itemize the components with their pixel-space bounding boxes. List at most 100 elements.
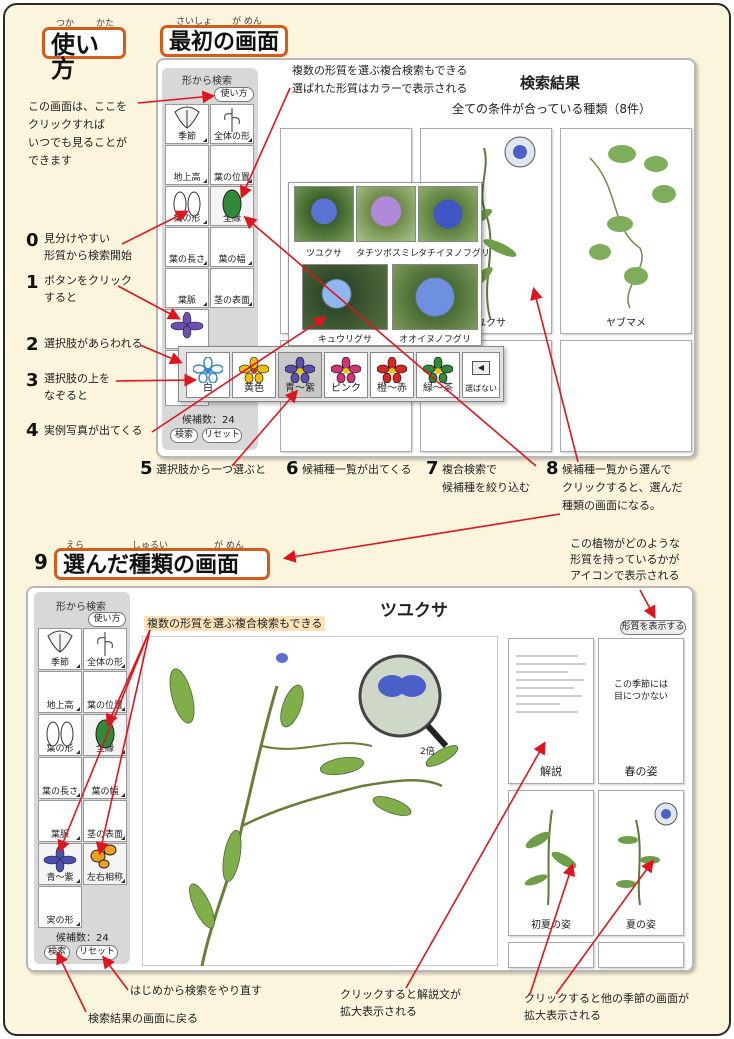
choice-pink[interactable]: ピンク — [324, 352, 368, 398]
step-8-text: 候補種一覧から選んでクリックすると、選んだ種類の画面になる。 — [562, 463, 683, 512]
trait-icons — [43, 630, 117, 873]
description-card[interactable]: 解説 — [508, 638, 594, 784]
multi-search-note: 複数の形質を選ぶ複合検索もできる選ばれた形質はカラーで表示される — [292, 64, 468, 95]
multi-search-note-2: 複数の形質を選ぶ複合検索もできる — [144, 616, 326, 631]
results-subtitle: 全ての条件が合っている種類（8件） — [452, 102, 652, 116]
usage-title: 使い方 — [42, 27, 126, 81]
description-note: クリックすると解説文が拡大表示される — [340, 988, 461, 1018]
plant-illustration — [589, 145, 676, 309]
example-caption: タチツボスミレ — [356, 249, 420, 259]
step-3-text: 選択肢の上をなぞると — [44, 372, 110, 402]
step-5-number: 5 — [140, 458, 153, 479]
pink-flower-icon — [330, 356, 362, 384]
selected-species-title: 選んだ種類の画面 — [54, 548, 270, 580]
example-caption: キュウリグサ — [317, 335, 372, 345]
sel-ruby-2: しゅるい — [132, 541, 169, 551]
choice-green-brown[interactable]: 緑～茶 — [416, 352, 460, 398]
step-7-text: 複合検索で候補種を絞り込む — [442, 463, 530, 494]
season-card[interactable] — [598, 942, 684, 968]
choice-yellow[interactable]: 黄色 — [232, 352, 276, 398]
step-4-number: 4 — [26, 420, 39, 441]
step-6-text: 候補種一覧が出てくる — [302, 463, 412, 476]
leaf-shape-icon — [46, 721, 74, 747]
trait-stem-surface[interactable]: 茎の表面 — [83, 800, 127, 842]
step-7-number: 7 — [426, 458, 439, 479]
trait-height[interactable]: 地上高 — [165, 145, 209, 185]
trait-leaf-shape[interactable]: 葉の形 — [38, 714, 82, 756]
trait-season[interactable]: 季節 — [38, 628, 82, 670]
example-photo[interactable] — [392, 264, 478, 330]
specimen-plant-illustration — [169, 653, 459, 966]
help-note: この画面は、ここをクリックすればいつでも見ることができます — [28, 100, 127, 167]
show-traits-button[interactable]: 形質を表示する — [620, 620, 686, 635]
example-photo[interactable] — [356, 186, 416, 242]
back-note: 検索結果の画面に戻る — [88, 1012, 198, 1025]
example-photo[interactable] — [418, 186, 478, 242]
trait-icons — [170, 106, 242, 339]
plant-form-icon — [224, 108, 240, 132]
results-title: 検索結果 — [520, 74, 581, 92]
example-caption: タチイヌノフグリ — [418, 249, 490, 259]
step-1-number: 1 — [26, 272, 39, 293]
sel-ruby-3: が めん — [214, 541, 244, 551]
white-flower-icon — [192, 356, 224, 384]
example-caption: ツユクサ — [305, 249, 342, 259]
example-photo[interactable] — [294, 186, 354, 242]
species-name: ツユクサ — [380, 601, 448, 621]
description-text-lines — [516, 655, 586, 713]
first-ruby-1: さいしょ — [176, 17, 213, 27]
trait-fruit-shape[interactable]: 実の形 — [38, 886, 82, 928]
usage-ruby-2: かた — [96, 19, 115, 29]
reset-button[interactable]: リセット — [202, 428, 242, 443]
purple-flower-icon — [284, 356, 316, 384]
plant-form-icon — [97, 632, 113, 656]
step-5-text: 選択肢から一つ選ぶと — [156, 463, 266, 476]
sel-ruby-1: えら — [66, 541, 85, 551]
ginkgo-leaf-icon — [174, 106, 200, 129]
help-button[interactable]: 使い方 — [88, 612, 126, 627]
purple-flower-icon — [170, 311, 204, 339]
ginkgo-leaf-icon — [47, 630, 73, 653]
sidebar-header: 形から検索 — [182, 76, 232, 87]
trait-venation[interactable]: 葉脈 — [38, 800, 82, 842]
trait-height[interactable]: 地上高 — [38, 671, 82, 713]
step-2-text: 選択肢があらわれる — [44, 337, 143, 350]
step-6-number: 6 — [286, 458, 299, 479]
usage-ruby-1: つか — [56, 19, 75, 29]
season-plant-illustrations — [524, 802, 678, 906]
magnification-label: 2倍 — [420, 747, 435, 757]
step-0-number: 0 — [26, 230, 39, 251]
candidate-count: 候補数：24 — [56, 933, 109, 944]
search-button[interactable]: 検索 — [170, 428, 198, 443]
step-3-number: 3 — [26, 370, 39, 391]
yellow-flower-icon — [238, 356, 270, 384]
choice-none[interactable]: ◀選ばない — [462, 352, 500, 398]
trait-leaf-length[interactable]: 葉の長さ — [38, 757, 82, 799]
season-card[interactable] — [508, 942, 594, 968]
trait-leaf-width[interactable]: 葉の幅 — [83, 757, 127, 799]
leaf-shape-icon — [173, 191, 201, 217]
trait-venation[interactable]: 葉脈 — [165, 268, 209, 308]
icon-display-note: この植物がどのような形質を持っているかがアイコンで表示される — [570, 537, 680, 582]
step-2-number: 2 — [26, 334, 39, 355]
red-flower-icon — [376, 356, 408, 384]
trait-leaf-position[interactable]: 葉の位置 — [210, 145, 254, 185]
help-button[interactable]: 使い方 — [214, 87, 254, 102]
left-arrow-icon: ◀ — [472, 361, 490, 375]
trait-stem-surface[interactable]: 茎の表面 — [210, 268, 254, 308]
green-leaf-icon — [222, 189, 242, 219]
season-note: クリックすると他の季節の画面が拡大表示される — [524, 992, 689, 1022]
spring-card[interactable]: この季節には目につかない 春の姿 — [598, 638, 684, 784]
trait-overall-shape[interactable]: 全体の形 — [210, 104, 254, 144]
step-1-text: ボタンをクリックすると — [44, 274, 132, 304]
reset-note: はじめから検索をやり直す — [130, 984, 262, 997]
choice-orange-red[interactable]: 橙～赤 — [370, 352, 414, 398]
result-card[interactable] — [560, 340, 692, 452]
trait-overall-shape[interactable]: 全体の形 — [83, 628, 127, 670]
step-9-number: 9 — [34, 550, 48, 574]
candidate-count: 候補数：24 — [182, 415, 235, 426]
trait-leaf-width[interactable]: 葉の幅 — [210, 227, 254, 267]
trait-leaf-length[interactable]: 葉の長さ — [165, 227, 209, 267]
first-screen-title: 最初の画面 — [160, 25, 288, 57]
